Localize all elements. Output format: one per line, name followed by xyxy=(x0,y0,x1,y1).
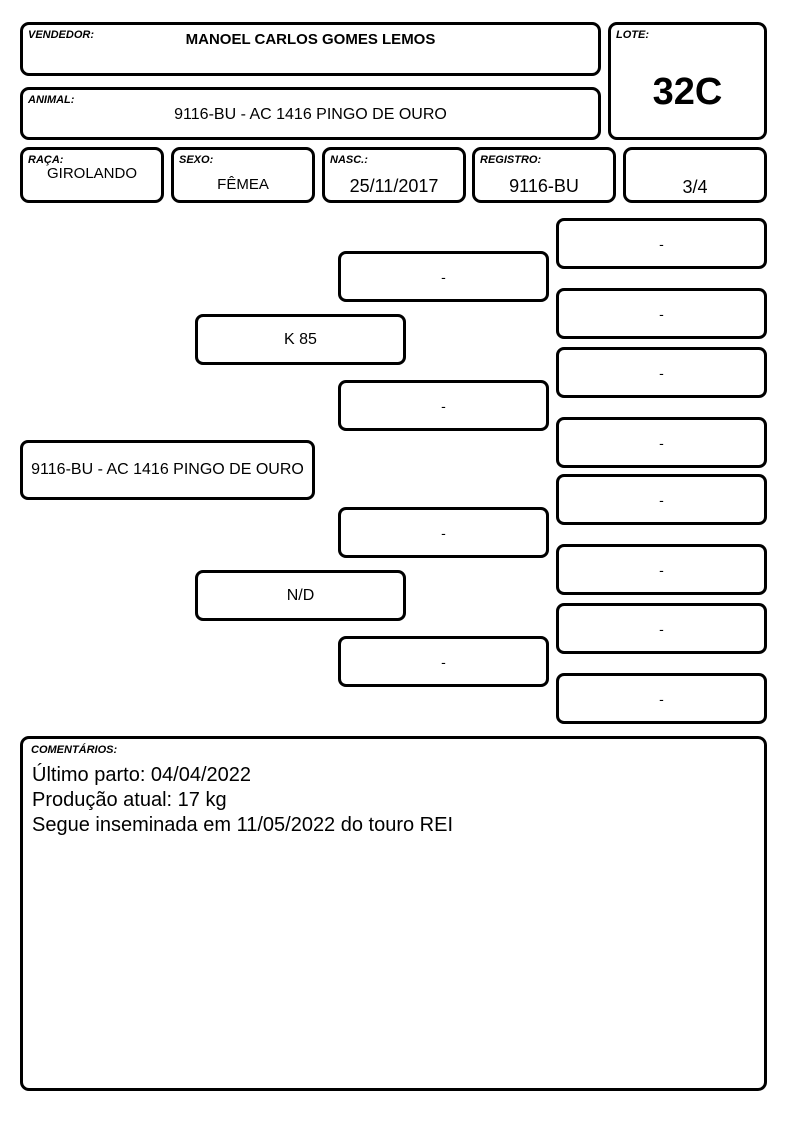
animal-label: ANIMAL: xyxy=(28,94,75,106)
pedigree-great-grandparent: - xyxy=(556,673,767,724)
pedigree-great-grandparent: - xyxy=(556,288,767,339)
grau-value: 3/4 xyxy=(682,177,708,197)
raca-box: RAÇA: GIROLANDO xyxy=(20,147,164,203)
comment-line: Último parto: 04/04/2022 xyxy=(32,764,252,786)
animal-box: ANIMAL: 9116-BU - AC 1416 PINGO DE OURO xyxy=(20,87,601,140)
registro-label: REGISTRO: xyxy=(480,154,542,166)
pedigree-sire: K 85 xyxy=(195,314,406,365)
lote-box: LOTE: 32C xyxy=(608,22,767,140)
registro-value: 9116-BU xyxy=(509,176,579,196)
comments-box: COMENTÁRIOS: Último parto: 04/04/2022 Pr… xyxy=(20,736,767,1091)
pedigree-grandparent: - xyxy=(338,380,549,431)
sexo-value: FÊMEA xyxy=(217,176,269,193)
pedigree-animal: 9116-BU - AC 1416 PINGO DE OURO xyxy=(20,440,315,500)
raca-label: RAÇA: xyxy=(28,154,64,166)
pedigree-grandparent: - xyxy=(338,636,549,687)
comments-text: Último parto: 04/04/2022 Produção atual:… xyxy=(32,763,453,838)
vendedor-value: MANOEL CARLOS GOMES LEMOS xyxy=(185,31,436,48)
lote-value: 32C xyxy=(652,71,723,113)
pedigree-dam: N/D xyxy=(195,570,406,621)
pedigree-great-grandparent: - xyxy=(556,347,767,398)
pedigree-grandparent: - xyxy=(338,507,549,558)
pedigree-grandparent: - xyxy=(338,251,549,302)
vendedor-label: VENDEDOR: xyxy=(28,29,95,41)
vendedor-box: VENDEDOR: MANOEL CARLOS GOMES LEMOS xyxy=(20,22,601,76)
sexo-box: SEXO: FÊMEA xyxy=(171,147,315,203)
comment-line: Segue inseminada em 11/05/2022 do touro … xyxy=(32,814,454,836)
comments-label: COMENTÁRIOS: xyxy=(31,744,118,756)
pedigree-great-grandparent: - xyxy=(556,474,767,525)
nasc-box: NASC.: 25/11/2017 xyxy=(322,147,466,203)
registro-box: REGISTRO: 9116-BU xyxy=(472,147,616,203)
comment-line: Produção atual: 17 kg xyxy=(32,789,227,811)
pedigree-great-grandparent: - xyxy=(556,603,767,654)
pedigree-great-grandparent: - xyxy=(556,417,767,468)
grau-box: 3/4 xyxy=(623,147,767,203)
nasc-label: NASC.: xyxy=(330,154,368,166)
pedigree-great-grandparent: - xyxy=(556,218,767,269)
pedigree-great-grandparent: - xyxy=(556,544,767,595)
lote-label: LOTE: xyxy=(616,29,649,41)
sexo-label: SEXO: xyxy=(179,154,214,166)
raca-value: GIROLANDO xyxy=(46,165,137,182)
animal-value: 9116-BU - AC 1416 PINGO DE OURO xyxy=(174,106,447,123)
nasc-value: 25/11/2017 xyxy=(349,176,439,196)
